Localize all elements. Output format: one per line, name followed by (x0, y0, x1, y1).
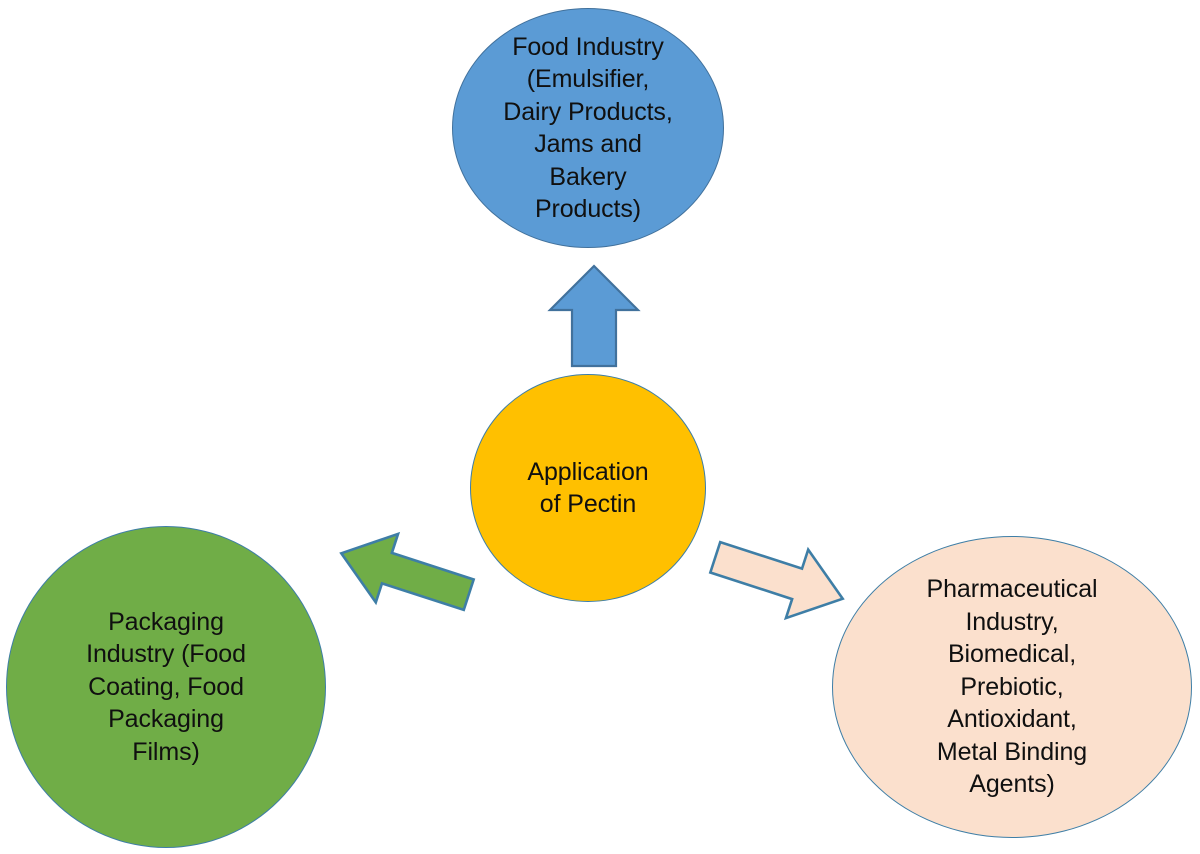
arrow-up-icon (547, 264, 641, 368)
node-pharmaceutical-industry-label: Pharmaceutical Industry, Biomedical, Pre… (926, 575, 1098, 799)
node-food-industry[interactable]: Food Industry (Emulsifier, Dairy Product… (452, 8, 724, 248)
node-packaging-industry-label: Packaging Industry (Food Coating, Food P… (86, 607, 246, 766)
arrow-left-icon (330, 524, 480, 624)
node-packaging-industry[interactable]: Packaging Industry (Food Coating, Food P… (6, 526, 326, 848)
node-application-of-pectin-label: Application of Pectin (527, 457, 649, 519)
node-pharmaceutical-industry[interactable]: Pharmaceutical Industry, Biomedical, Pre… (832, 536, 1192, 838)
node-application-of-pectin[interactable]: Application of Pectin (470, 374, 706, 602)
arrow-right-icon (704, 528, 854, 628)
node-food-industry-label: Food Industry (Emulsifier, Dairy Product… (503, 32, 673, 224)
